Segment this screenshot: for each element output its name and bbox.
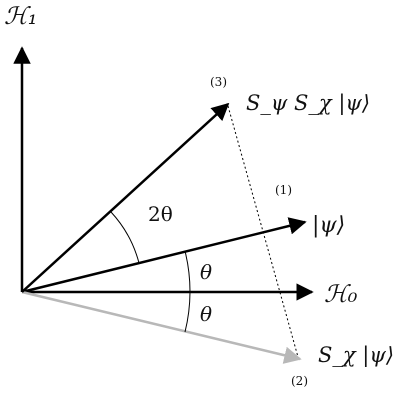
label-s-chi-psi: S_χ |ψ⟩ (318, 343, 394, 368)
two-theta-label: 2θ (148, 202, 173, 226)
vector-s-chi-psi (21, 290, 302, 364)
vector-psi (21, 217, 307, 294)
vector-number-2: (2) (291, 374, 308, 388)
arc-two-theta (110, 211, 140, 264)
vector-number-1: (1) (275, 183, 292, 197)
vertical-axis-label: ℋ₁ (4, 2, 37, 30)
vector-number-3: (3) (210, 75, 227, 89)
lower-theta-label: θ (200, 302, 212, 326)
label-psi: |ψ⟩ (312, 213, 345, 238)
vector-s-psi-s-chi-psi (21, 102, 230, 293)
horizontal-axis-label: ℋ₀ (324, 280, 358, 308)
arc-upper-theta (184, 250, 191, 293)
arc-lower-theta (184, 291, 191, 333)
upper-theta-label: θ (200, 260, 212, 284)
dotted-connector (227, 105, 299, 358)
label-s-psi-s-chi-psi: S_ψ S_χ |ψ⟩ (246, 91, 370, 116)
